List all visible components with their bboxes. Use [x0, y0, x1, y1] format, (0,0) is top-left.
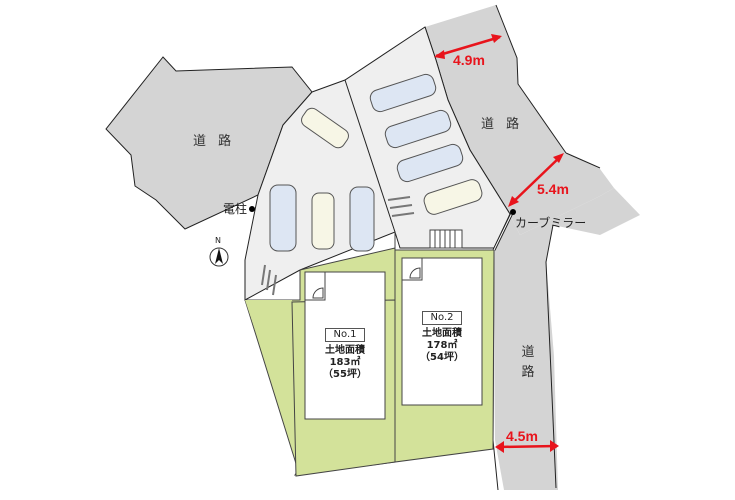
lot-2-area-tsubo: （54坪） — [420, 352, 464, 363]
road-northeast — [425, 5, 614, 235]
utility-pole-dot — [249, 206, 255, 212]
curve-mirror-label: カーブミラー — [515, 216, 587, 230]
lot-2-area-label: 土地面積 — [422, 328, 462, 339]
north-arrow-icon — [209, 247, 229, 267]
road-label-northwest: 道 路 — [193, 134, 236, 149]
road-northwest — [105, 56, 313, 230]
lot-1-number: No.1 — [324, 328, 366, 342]
lot-1-area-tsubo: （55坪） — [323, 369, 367, 380]
dimension-label-east: 5.4m — [537, 181, 569, 197]
lot-2-number: No.2 — [421, 311, 463, 325]
lot-1-area-label: 土地面積 — [325, 345, 365, 356]
lot-2-info: No.2 土地面積 178㎡ （54坪） — [402, 311, 482, 364]
north-label: N — [215, 236, 221, 245]
building-lot-2 — [401, 257, 483, 406]
dimension-label-southeast: 4.5m — [506, 428, 538, 444]
lot-2-area-sqm: 178㎡ — [426, 340, 458, 351]
lot-1-info: No.1 土地面積 183㎡ （55坪） — [305, 328, 385, 381]
road-label-northeast: 道 路 — [481, 117, 524, 132]
dimension-arrows — [434, 34, 564, 453]
road-label-southeast: 道路 — [521, 345, 535, 380]
curve-mirror-dot — [510, 209, 516, 215]
lot-1-area-sqm: 183㎡ — [329, 357, 361, 368]
stairs — [429, 229, 463, 249]
utility-pole-label: 電柱 — [223, 202, 248, 216]
parked-cars — [269, 73, 483, 252]
bicycle-parking — [261, 196, 415, 296]
dimension-label-northeast: 4.9m — [453, 52, 485, 68]
road-southeast — [493, 188, 640, 490]
